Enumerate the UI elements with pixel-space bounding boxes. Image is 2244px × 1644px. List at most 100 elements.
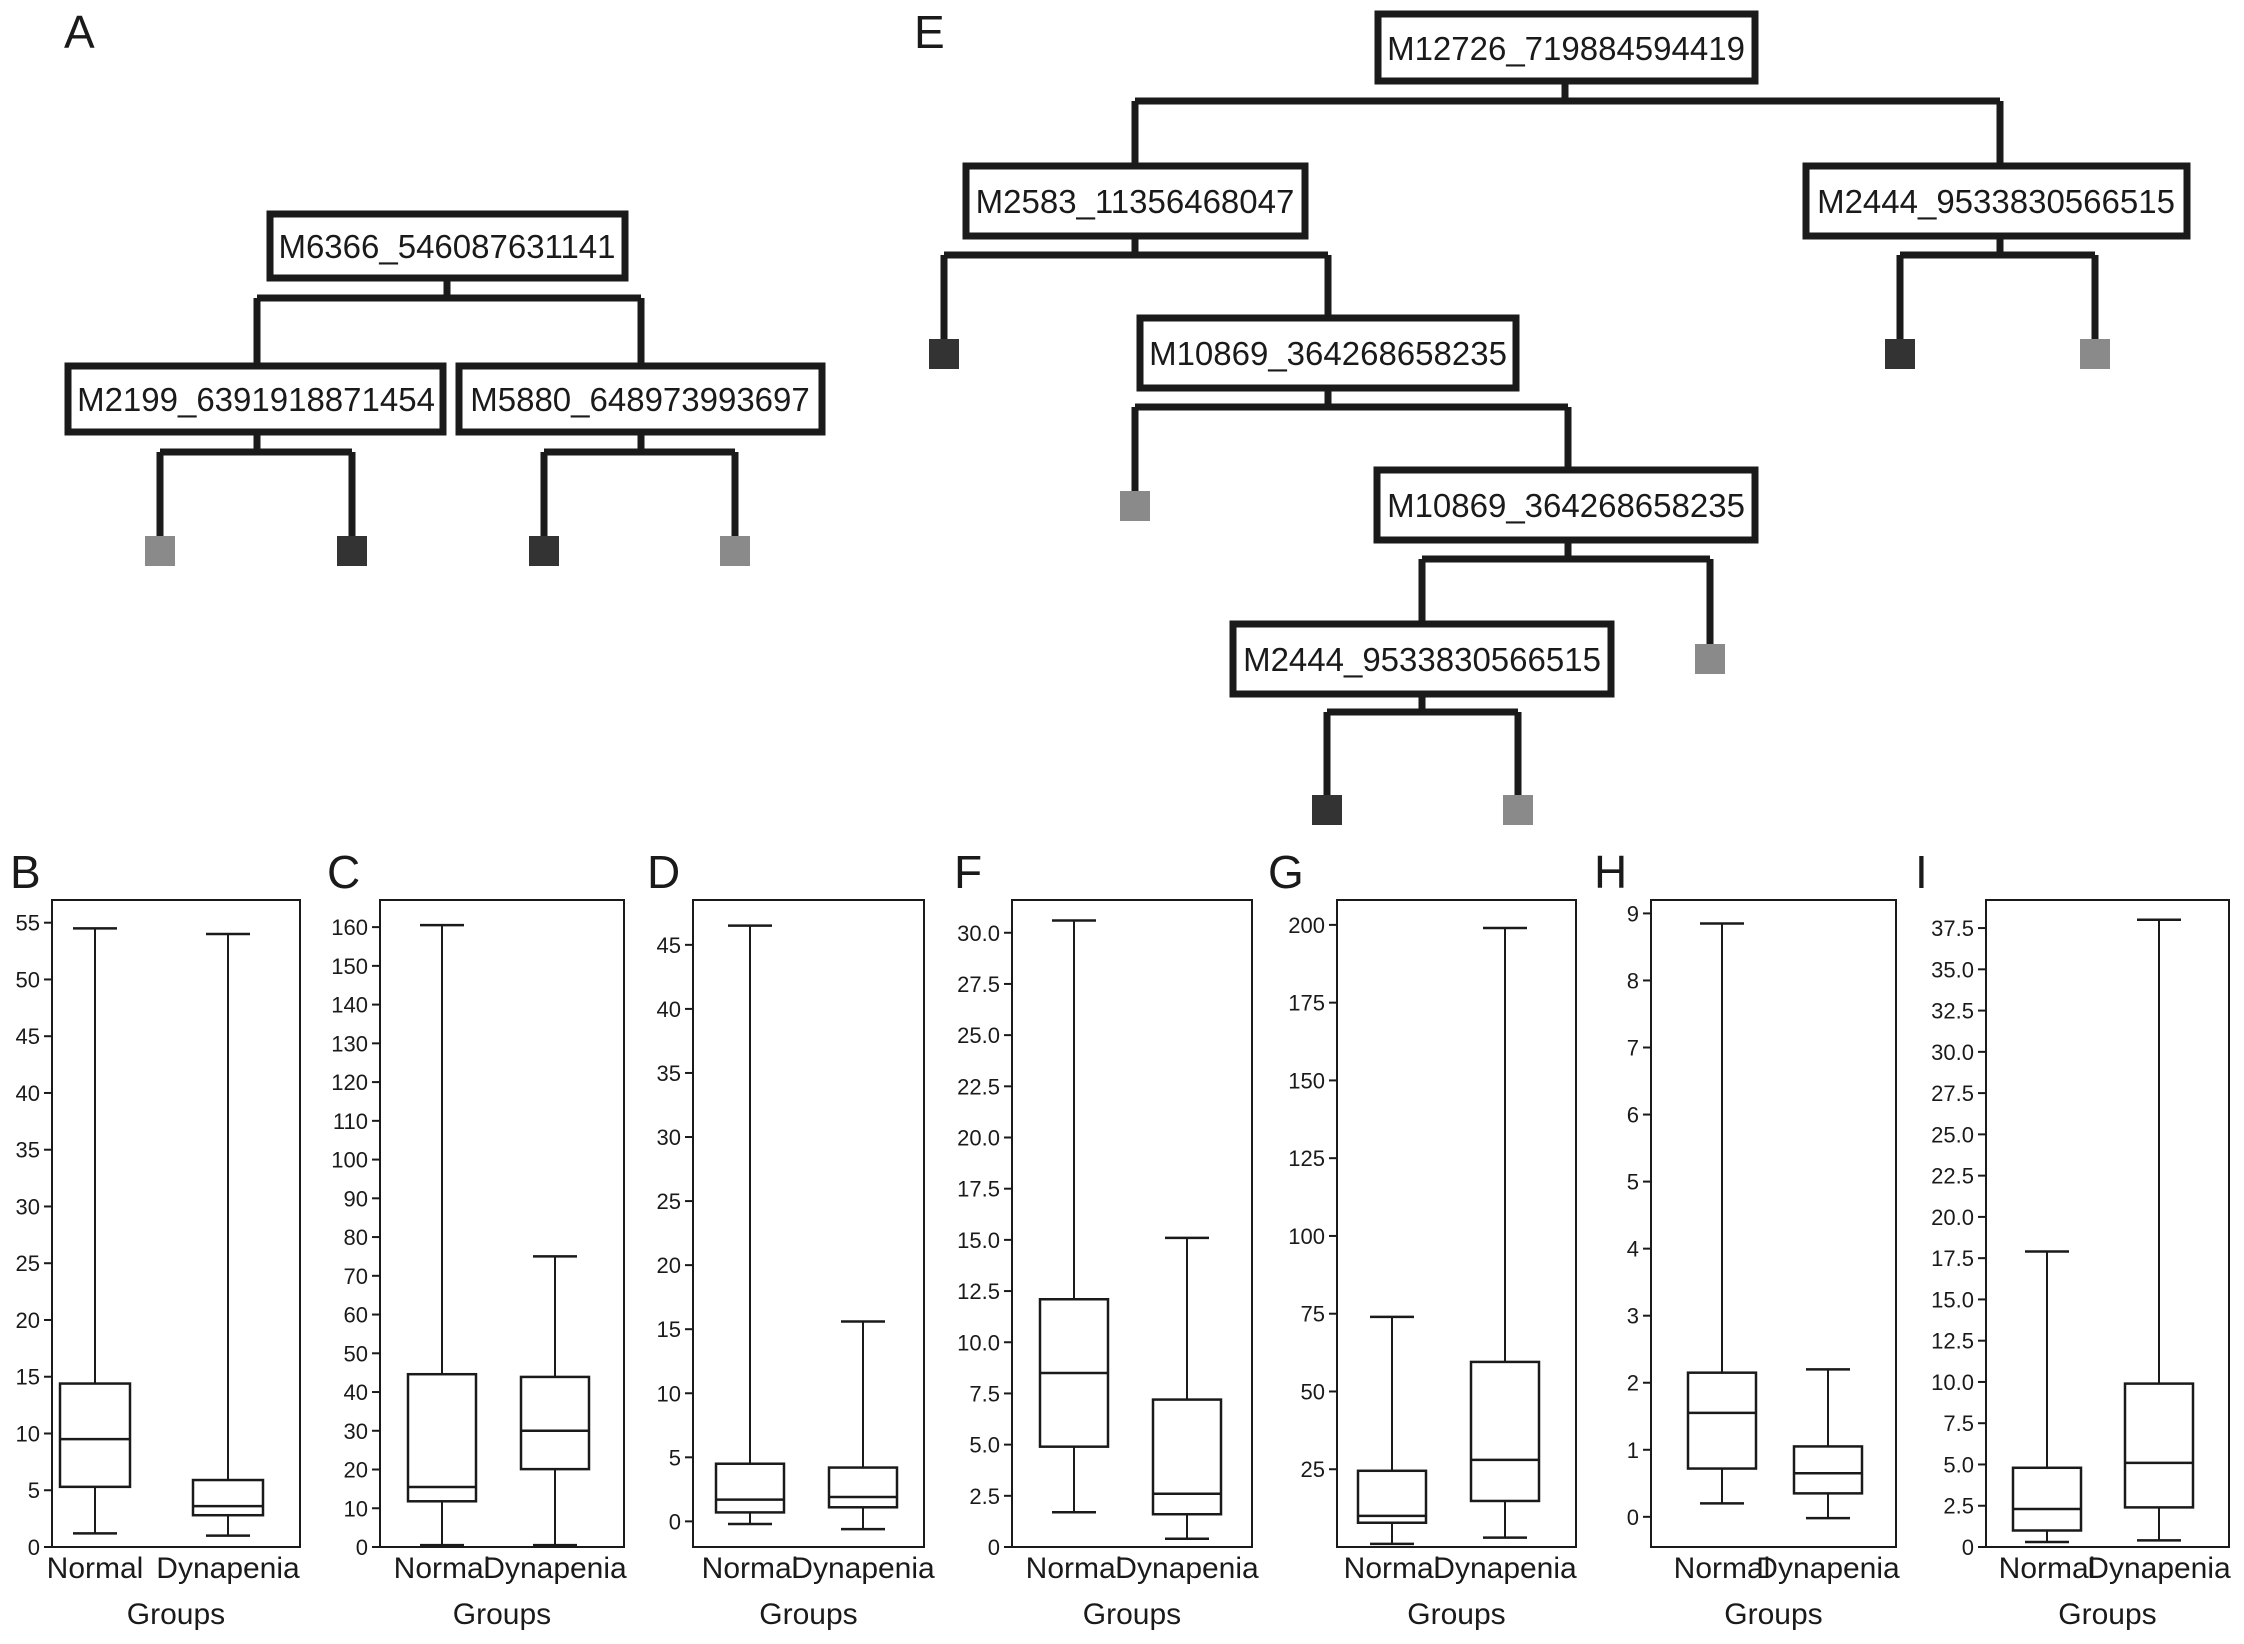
y-tick-label-d: 30 (657, 1125, 681, 1150)
panel-letter-g: G (1268, 846, 1304, 898)
y-tick-label-f: 15.0 (957, 1228, 1000, 1253)
y-tick-label-i: 7.5 (1943, 1411, 1974, 1436)
tree-a-leaf-3 (529, 536, 559, 566)
box-b (191, 1478, 265, 1517)
y-tick-label-i: 15.0 (1931, 1287, 1974, 1312)
tree-e-root-label: M12726_719884594419 (1387, 30, 1745, 67)
y-tick-label-i: 37.5 (1931, 916, 1974, 941)
panel-letter-i: I (1915, 846, 1928, 898)
category-label-b: Dynapenia (156, 1552, 300, 1585)
y-tick-label-d: 40 (657, 997, 681, 1022)
tree-a-root-label: M6366_546087631141 (278, 228, 615, 265)
x-axis-label-i: Groups (2058, 1598, 2156, 1631)
y-tick-label-b: 5 (28, 1478, 40, 1503)
y-tick-label-h: 4 (1627, 1237, 1639, 1262)
y-tick-label-b: 55 (16, 911, 40, 936)
plot-frame-d (692, 899, 925, 1548)
y-tick-label-i: 30.0 (1931, 1040, 1974, 1065)
tree-e-n2-connector (1896, 236, 2099, 345)
tree-e-n3-node (1136, 314, 1520, 392)
y-tick-label-h: 0 (1627, 1505, 1639, 1530)
y-tick-label-b: 30 (16, 1194, 40, 1219)
tree-a-right-connector (540, 432, 739, 548)
y-tick-label-b: 15 (16, 1365, 40, 1390)
y-tick-label-i: 12.5 (1931, 1329, 1974, 1354)
y-tick-label-i: 25.0 (1931, 1122, 1974, 1147)
tree-e-n4-label: M10869_364268658235 (1387, 487, 1745, 524)
y-tick-label-c: 10 (344, 1496, 368, 1521)
tree-e-n4-connector (1418, 540, 1714, 648)
y-tick-label-c: 90 (344, 1186, 368, 1211)
y-tick-label-g: 150 (1288, 1068, 1325, 1093)
plot-frame-b (51, 899, 301, 1548)
y-tick-label-g: 50 (1301, 1379, 1325, 1404)
panel-letter-b: B (10, 846, 41, 898)
box-c (519, 1375, 591, 1471)
y-tick-label-i: 20.0 (1931, 1205, 1974, 1230)
y-tick-label-i: 2.5 (1943, 1494, 1974, 1519)
panel-letter-e: E (914, 6, 945, 58)
tree-e (940, 81, 2099, 800)
y-tick-label-b: 0 (28, 1535, 40, 1560)
y-tick-label-c: 120 (331, 1070, 368, 1095)
y-tick-label-h: 7 (1627, 1036, 1639, 1061)
panel-letter-d: D (647, 846, 680, 898)
y-tick-label-d: 0 (669, 1509, 681, 1534)
y-tick-label-f: 22.5 (957, 1074, 1000, 1099)
box-i (2123, 1382, 2195, 1509)
category-label-b: Normal (47, 1552, 144, 1585)
y-tick-label-f: 0 (988, 1535, 1000, 1560)
y-tick-label-b: 20 (16, 1308, 40, 1333)
y-tick-label-i: 32.5 (1931, 999, 1974, 1024)
tree-a (156, 278, 739, 548)
tree-e-leaf-4 (1120, 491, 1150, 521)
tree-e-leaf-7 (1503, 795, 1533, 825)
box-d (827, 1466, 899, 1509)
y-tick-label-d: 5 (669, 1445, 681, 1470)
x-axis-label-h: Groups (1724, 1598, 1822, 1631)
plot-frame-g (1336, 899, 1577, 1548)
x-axis-label-g: Groups (1407, 1598, 1505, 1631)
category-label-h: Dynapenia (1756, 1552, 1900, 1585)
category-label-f: Normal (1026, 1552, 1123, 1585)
plot-frame-c (379, 899, 625, 1548)
y-tick-label-h: 6 (1627, 1103, 1639, 1128)
tree-e-n3-connector (1131, 388, 1572, 497)
y-tick-label-f: 30.0 (957, 921, 1000, 946)
y-tick-label-f: 17.5 (957, 1177, 1000, 1202)
panel-letter-h: H (1594, 846, 1627, 898)
tree-e-leaf-6 (1312, 795, 1342, 825)
y-tick-label-c: 30 (344, 1419, 368, 1444)
y-tick-label-b: 45 (16, 1024, 40, 1049)
y-tick-label-d: 15 (657, 1317, 681, 1342)
tree-e-n5-label: M2444_9533830566515 (1243, 641, 1601, 678)
tree-a-left-connector (156, 432, 356, 548)
y-tick-label-b: 10 (16, 1421, 40, 1446)
y-tick-label-f: 2.5 (969, 1484, 1000, 1509)
x-axis-label-c: Groups (453, 1598, 551, 1631)
y-tick-label-f: 5.0 (969, 1433, 1000, 1458)
plot-frame-i (1985, 899, 2230, 1548)
box-plot-f: 02.55.07.510.012.515.017.520.022.525.027… (957, 899, 1259, 1631)
tree-a-left-node (64, 362, 447, 436)
tree-e-n5-node (1229, 620, 1615, 698)
plot-frame-h (1650, 899, 1897, 1548)
tree-e-n1-label: M2583_11356468047 (976, 183, 1295, 220)
y-tick-label-c: 160 (331, 915, 368, 940)
tree-a-root-node (266, 210, 629, 282)
y-tick-label-g: 200 (1288, 913, 1325, 938)
y-tick-label-f: 12.5 (957, 1279, 1000, 1304)
y-tick-label-h: 5 (1627, 1170, 1639, 1195)
y-tick-label-i: 22.5 (1931, 1164, 1974, 1189)
box-d (714, 1462, 786, 1514)
y-tick-label-i: 35.0 (1931, 957, 1974, 982)
tree-e-n4-node (1373, 466, 1759, 544)
category-label-g: Dynapenia (1433, 1552, 1577, 1585)
tree-a-left-label: M2199_6391918871454 (77, 381, 435, 418)
box-b (58, 1382, 132, 1489)
y-tick-label-f: 10.0 (957, 1330, 1000, 1355)
y-tick-label-i: 10.0 (1931, 1370, 1974, 1395)
